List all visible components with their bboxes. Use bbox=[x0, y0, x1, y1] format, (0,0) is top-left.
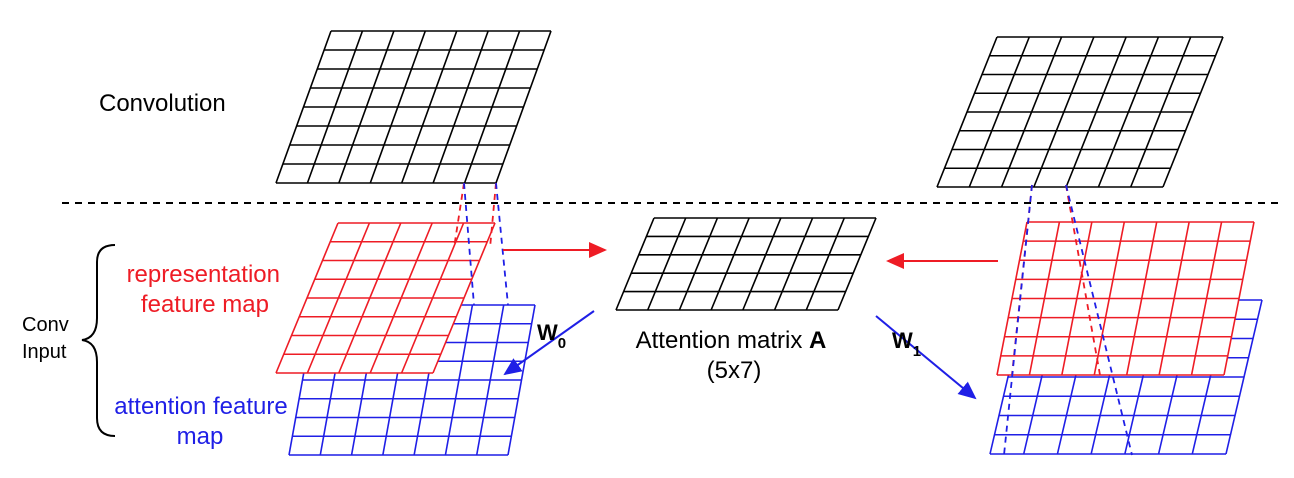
representation-label-line1: representation bbox=[127, 261, 280, 288]
grid-col-line bbox=[463, 30, 521, 184]
grid-col-line bbox=[495, 30, 552, 184]
w1-letter: W bbox=[892, 328, 913, 353]
grid-col-line bbox=[306, 222, 371, 374]
left-convolution-output-grid bbox=[275, 30, 552, 184]
grid-col-line bbox=[432, 30, 489, 184]
attention-matrix-prefix: Attention matrix bbox=[636, 327, 809, 354]
grid-col-line bbox=[996, 221, 1028, 376]
grid-col-line bbox=[773, 217, 814, 311]
attention-feature-label-line1: attention feature bbox=[114, 393, 287, 420]
grid-col-line bbox=[1125, 221, 1158, 376]
right-convolution-output-grid bbox=[936, 36, 1224, 188]
grid-col-line bbox=[369, 222, 433, 374]
grid-col-line bbox=[275, 222, 339, 374]
grid-col-line bbox=[1190, 221, 1223, 376]
grid-col-line bbox=[475, 304, 505, 456]
arrow-attention-to-left-att-w0 bbox=[503, 310, 595, 376]
grid-col-line bbox=[275, 30, 332, 184]
w0-letter: W bbox=[537, 320, 558, 345]
grid-col-line bbox=[432, 222, 496, 374]
grid-col-line bbox=[1028, 221, 1061, 376]
grid-col-line bbox=[646, 217, 687, 311]
attention-feature-label-line2: map bbox=[177, 423, 224, 450]
w1-subscript: 1 bbox=[913, 343, 921, 360]
arrow-attention-to-right-att-w1 bbox=[875, 315, 977, 400]
grid-col-line bbox=[837, 217, 877, 311]
grid-col-line bbox=[1033, 36, 1095, 188]
grid-col-line bbox=[1097, 36, 1160, 188]
grid-col-line bbox=[1129, 36, 1192, 188]
grid-col-line bbox=[710, 217, 750, 311]
conv-input-brace bbox=[81, 244, 116, 437]
grid-col-line bbox=[1225, 299, 1263, 455]
grid-col-line bbox=[1223, 221, 1255, 376]
grid-col-line bbox=[936, 36, 998, 188]
right-projection-lines bbox=[1003, 184, 1133, 456]
w0-label: W0 bbox=[537, 320, 566, 352]
grid-col-line bbox=[444, 304, 474, 456]
grid-col-line bbox=[678, 217, 719, 311]
grid-col-line bbox=[306, 30, 364, 184]
grid-col-line bbox=[1065, 36, 1127, 188]
conv-input-label-line2: Input bbox=[22, 341, 67, 363]
grid-col-line bbox=[338, 30, 395, 184]
grid-col-line bbox=[1162, 36, 1224, 188]
grid-col-line bbox=[615, 217, 655, 311]
grid-col-line bbox=[400, 30, 458, 184]
grid-col-line bbox=[1093, 221, 1126, 376]
grid-col-line bbox=[507, 304, 536, 456]
grid-col-line bbox=[338, 222, 402, 374]
grid-col-line bbox=[1061, 221, 1093, 376]
attention-matrix-symbol: A bbox=[809, 327, 826, 354]
convolution-label: Convolution bbox=[99, 90, 226, 117]
grid-col-line bbox=[369, 30, 427, 184]
grid-col-line bbox=[1000, 36, 1063, 188]
w0-subscript: 0 bbox=[558, 335, 566, 352]
left-representation-feature-map-grid bbox=[275, 222, 496, 374]
grid-col-line bbox=[742, 217, 782, 311]
left-projection-lines bbox=[453, 182, 509, 306]
conv-input-label-line1: Conv bbox=[22, 314, 69, 336]
attention-matrix-size: (5x7) bbox=[707, 357, 762, 384]
grid-col-line bbox=[805, 217, 846, 311]
attention-matrix-label: Attention matrix A bbox=[636, 327, 827, 354]
attention-matrix-grid bbox=[615, 217, 877, 311]
grid-col-line bbox=[1158, 221, 1190, 376]
grid-col-line bbox=[400, 222, 465, 374]
representation-label-line2: feature map bbox=[141, 291, 269, 318]
right-representation-feature-map-grid bbox=[996, 221, 1255, 376]
grid-col-line bbox=[968, 36, 1031, 188]
w1-label: W1 bbox=[892, 328, 921, 360]
